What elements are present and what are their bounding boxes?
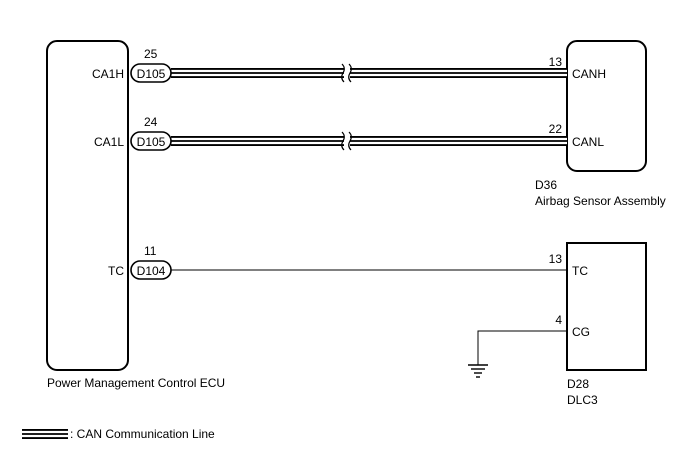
ecu-pin-canh: CA1H <box>92 67 124 81</box>
airbag-pin-no-canl: 22 <box>549 122 563 136</box>
dlc-pin-cg: CG <box>572 325 590 339</box>
canl-wire <box>171 131 567 151</box>
airbag-name-label: Airbag Sensor Assembly <box>535 194 666 208</box>
dlc-code-label: D28 <box>567 377 589 391</box>
connector-tc <box>130 260 172 280</box>
legend-label: : CAN Communication Line <box>70 427 215 441</box>
ecu-box <box>46 40 129 371</box>
ecu-name-label: Power Management Control ECU <box>47 376 225 390</box>
connector-canh-label: D105 <box>137 67 166 81</box>
connector-canl-label: D105 <box>137 135 166 149</box>
legend-can-line-icon <box>22 429 68 439</box>
dlc3-box <box>566 242 647 371</box>
ecu-pin-tc: TC <box>108 264 124 278</box>
connector-canh <box>130 63 172 83</box>
connector-tc-label: D104 <box>137 264 166 278</box>
ecu-pin-no-tc: 11 <box>144 244 157 258</box>
dlc-name-label: DLC3 <box>567 393 598 407</box>
airbag-code-label: D36 <box>535 178 557 192</box>
dlc-pin-tc: TC <box>572 264 588 278</box>
ground-icon <box>468 364 488 378</box>
airbag-pin-no-canh: 13 <box>549 55 563 69</box>
canh-wire <box>171 63 567 83</box>
cg-wire <box>477 330 567 365</box>
airbag-pin-canh: CANH <box>572 67 606 81</box>
ecu-pin-canl: CA1L <box>94 135 124 149</box>
ecu-pin-no-canh: 25 <box>144 47 158 61</box>
airbag-pin-canl: CANL <box>572 135 604 149</box>
dlc-pin-no-cg: 4 <box>555 313 562 327</box>
dlc-pin-no-tc: 13 <box>549 252 563 266</box>
ecu-pin-no-canl: 24 <box>144 115 158 129</box>
connector-canl <box>130 131 172 151</box>
airbag-sensor-box <box>566 40 647 172</box>
